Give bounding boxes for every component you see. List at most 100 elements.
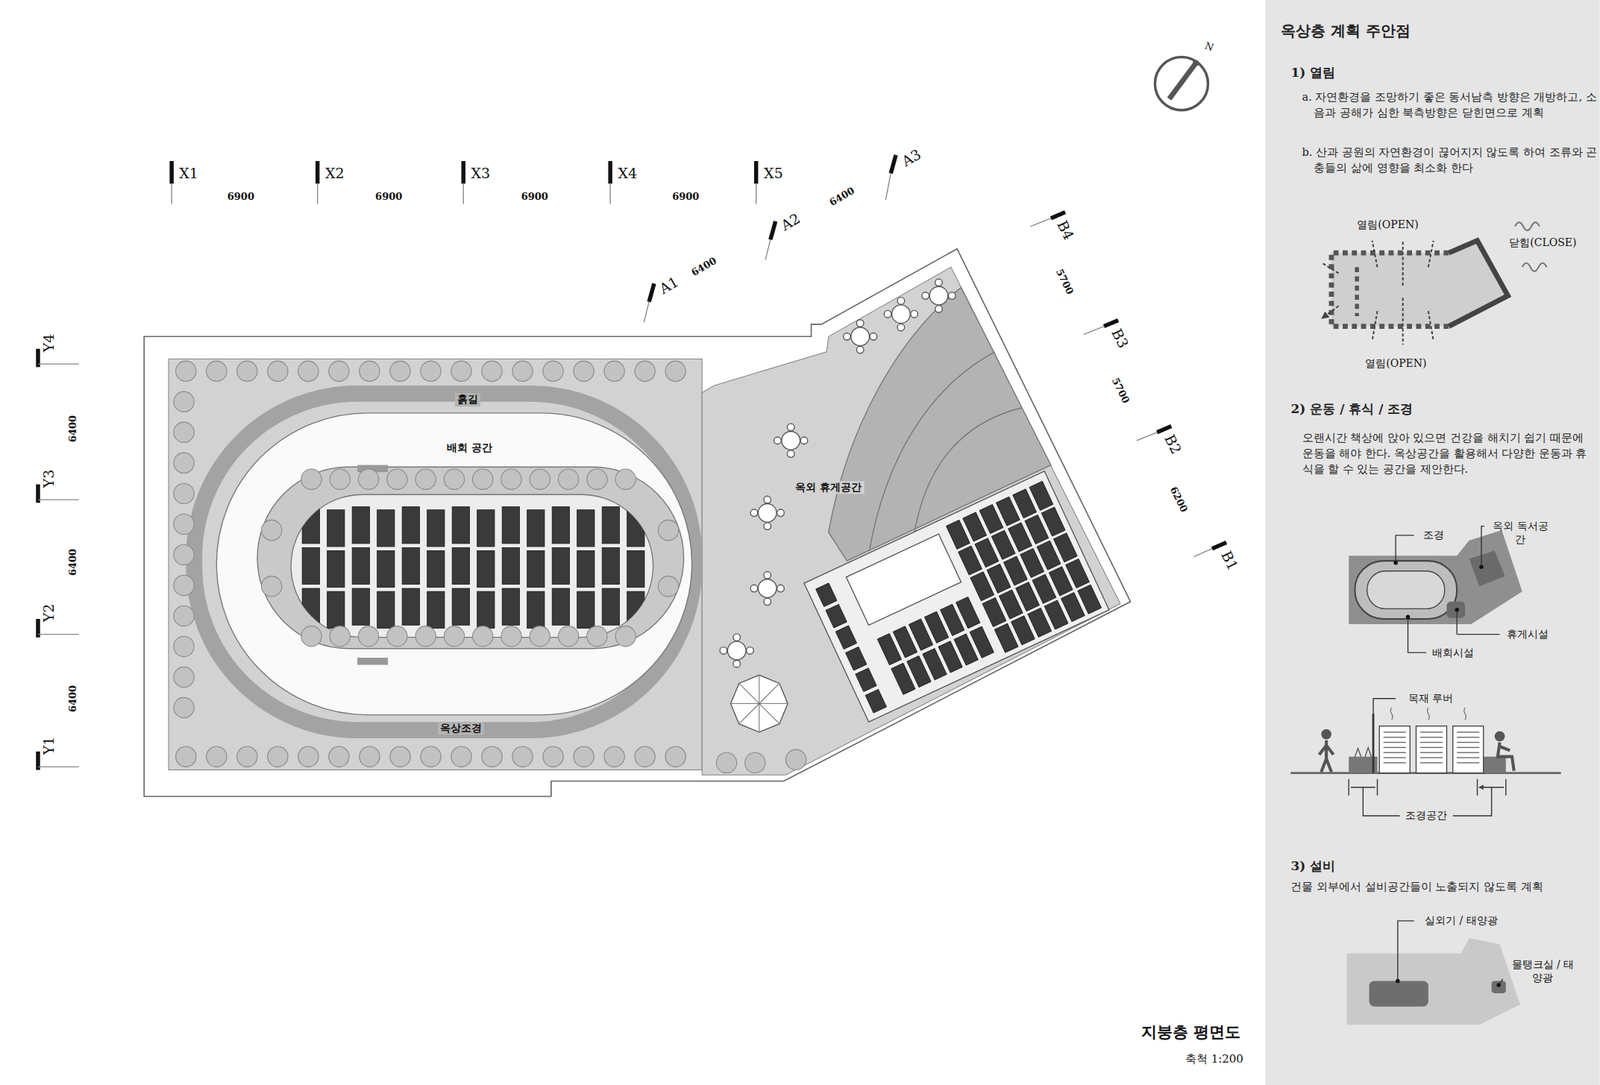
circle-graphic <box>777 509 785 517</box>
path-graphic <box>1030 218 1213 558</box>
circle-graphic <box>774 437 782 445</box>
tree <box>261 576 282 597</box>
drawing-title: 지붕층 평면도 <box>1141 1022 1241 1043</box>
tree <box>512 746 533 767</box>
line-graphic <box>1456 747 1480 749</box>
solar-panel <box>855 668 877 693</box>
solar-panel <box>627 510 645 547</box>
grid-label: X4 <box>617 164 638 183</box>
area-label: 옥상조경 <box>437 722 485 736</box>
grid-label: B1 <box>1217 548 1242 574</box>
tree <box>604 746 625 767</box>
circle-graphic <box>763 571 772 579</box>
circle-graphic <box>856 320 864 328</box>
tree <box>173 544 194 565</box>
tree <box>615 626 636 647</box>
tree <box>298 361 319 382</box>
tree <box>261 519 282 541</box>
solar-panel <box>402 588 420 626</box>
grid-label: B2 <box>1159 432 1185 458</box>
circle-graphic <box>750 509 758 517</box>
tree <box>481 746 503 767</box>
tree <box>451 361 472 382</box>
solar-field <box>290 494 653 638</box>
path-graphic <box>1354 747 1372 757</box>
solar-panel <box>1065 558 1090 588</box>
solar-panel <box>1077 584 1102 614</box>
solar-panel <box>302 507 320 544</box>
solar-panel <box>477 550 495 588</box>
polyline-graphic <box>1448 240 1508 327</box>
tree <box>785 749 806 770</box>
section-heading: 2) 운동 / 휴식 / 조경 <box>1290 399 1413 419</box>
line-graphic <box>1383 731 1407 733</box>
callout-label: 조경공간 <box>1405 810 1448 824</box>
rect-graphic <box>1367 571 1445 610</box>
tree <box>206 361 227 382</box>
solar-panel <box>835 625 857 650</box>
circle-graphic <box>757 504 777 523</box>
area-label: 배회 공간 <box>444 441 495 456</box>
path-graphic <box>171 161 757 184</box>
path-graphic <box>643 173 891 323</box>
solar-panel <box>601 507 620 544</box>
solar-panel <box>845 646 867 671</box>
tree <box>359 746 380 767</box>
tree <box>529 469 550 490</box>
path-graphic <box>1348 779 1507 796</box>
polygon-graphic <box>731 675 789 733</box>
circle-graphic <box>856 346 864 354</box>
solar-panel <box>402 547 420 585</box>
tree <box>267 361 288 382</box>
note-text: a. 자연환경을 조망하기 좋은 동서남측 방향은 개방하고, 소음과 공해가 … <box>1302 89 1600 121</box>
path-graphic <box>1373 698 1396 727</box>
circle-graphic <box>910 310 919 318</box>
grid-label: X3 <box>471 164 491 183</box>
path-graphic <box>1322 239 1434 345</box>
grid-label: X2 <box>325 164 345 183</box>
tree <box>173 575 194 596</box>
circle-graphic <box>869 332 878 341</box>
tree <box>390 746 411 767</box>
line-graphic <box>1456 742 1480 743</box>
tree <box>173 391 194 412</box>
circle-graphic <box>781 431 801 450</box>
line-graphic <box>1456 762 1480 764</box>
solar-panel <box>627 591 645 629</box>
callout-label: 실외기 / 태양광 <box>1424 915 1498 929</box>
dimension: 6200 <box>1167 484 1190 515</box>
line-graphic <box>1456 731 1480 733</box>
polygon-graphic <box>1348 530 1522 625</box>
circle-graphic <box>1393 560 1398 565</box>
grid-label: Y2 <box>40 604 59 623</box>
solar-panel <box>427 591 445 629</box>
dimension: 6900 <box>375 190 403 203</box>
circle-graphic <box>1454 607 1459 612</box>
umbrella <box>731 675 789 733</box>
path-graphic <box>38 364 80 767</box>
circle-graphic <box>750 584 758 593</box>
solar-panel <box>452 507 470 544</box>
circle-graphic <box>935 305 943 314</box>
solar-panel <box>302 547 320 585</box>
tree <box>543 361 564 382</box>
solar-area <box>804 471 1110 723</box>
grid-label: A2 <box>777 209 804 235</box>
rest-ground <box>701 267 1121 776</box>
line-graphic <box>1383 742 1407 743</box>
callout-label: 배회시설 <box>1432 646 1474 661</box>
tree <box>665 746 686 767</box>
line-graphic <box>1420 757 1443 758</box>
panel-heading: 옥상층 계획 주안점 <box>1280 20 1411 42</box>
circle-graphic <box>921 292 930 300</box>
solar-panel <box>551 588 570 626</box>
solar-panel <box>527 550 545 588</box>
circle-graphic <box>843 332 852 341</box>
callout-label: 물탱크실 / 태양광 <box>1507 958 1580 985</box>
grid-label: Y3 <box>40 469 59 488</box>
tree <box>665 361 686 382</box>
solar-panel <box>402 507 420 544</box>
circle-graphic <box>719 647 728 655</box>
table-set <box>883 297 918 332</box>
tree <box>615 469 636 490</box>
